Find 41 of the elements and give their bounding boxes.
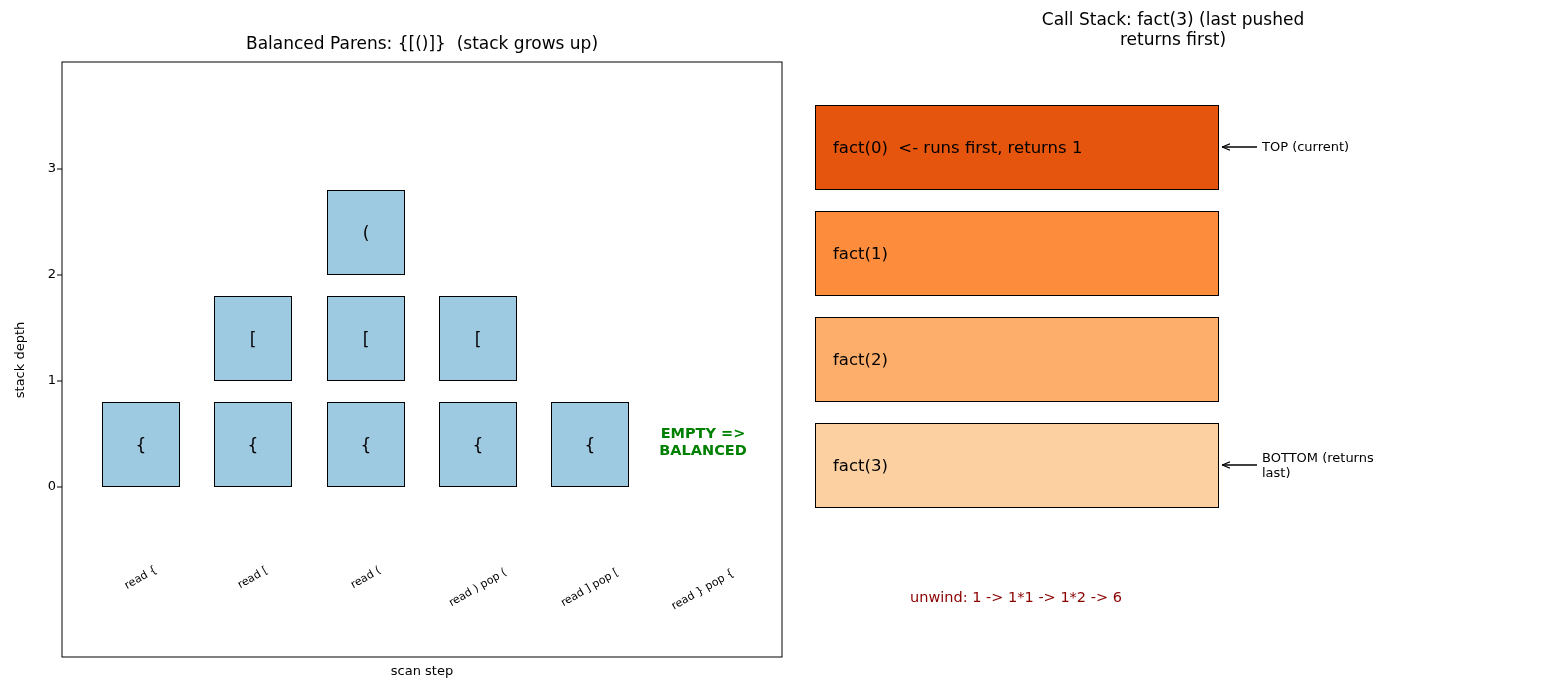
stack-cell xyxy=(327,402,405,487)
bracket-symbol: { xyxy=(584,434,596,455)
tick-label: 0 xyxy=(46,479,56,494)
arrow xyxy=(1221,143,1258,151)
stack-cell xyxy=(214,402,292,487)
bracket-symbol: [ xyxy=(362,328,370,349)
axis-title: stack depth xyxy=(12,321,28,399)
bracket-symbol: { xyxy=(360,434,372,455)
tick-label: 1 xyxy=(46,373,56,388)
unwind-note: unwind: 1 -> 1*1 -> 1*2 -> 6 xyxy=(910,589,1122,606)
stack-frame xyxy=(815,105,1219,190)
stack-cell xyxy=(327,190,405,275)
bracket-symbol: [ xyxy=(249,328,257,349)
axis-title: scan step xyxy=(390,664,454,679)
stack-cell xyxy=(439,402,517,487)
frame-label: fact(0) <- runs first, returns 1 xyxy=(833,138,1083,157)
result-note: EMPTY => BALANCED xyxy=(658,425,748,459)
annotation-text: TOP (current) xyxy=(1262,139,1350,155)
tick-label: 3 xyxy=(46,161,56,176)
bracket-symbol: { xyxy=(472,434,484,455)
panel-title: Balanced Parens: {[()]} (stack grows up) xyxy=(246,34,598,54)
bracket-symbol: [ xyxy=(474,328,482,349)
step-label: read } pop { xyxy=(669,567,737,613)
bracket-symbol: { xyxy=(247,434,259,455)
bracket-symbol: ( xyxy=(362,222,370,243)
panel-title: Call Stack: fact(3) (last pushed returns first) xyxy=(1040,10,1306,50)
arrow xyxy=(1221,461,1258,469)
tick-label: 2 xyxy=(46,267,56,282)
frame-label: fact(2) xyxy=(833,350,888,369)
annotation-text: BOTTOM (returns last) xyxy=(1262,451,1375,481)
stack-cell xyxy=(214,296,292,381)
stack-frame xyxy=(815,211,1219,296)
stack-cell xyxy=(551,402,629,487)
stack-cell xyxy=(327,296,405,381)
stack-cell xyxy=(102,402,180,487)
frame-label: fact(3) xyxy=(833,456,888,475)
stack-frame xyxy=(815,423,1219,508)
frame-label: fact(1) xyxy=(833,244,888,263)
stack-frame xyxy=(815,317,1219,402)
bracket-symbol: { xyxy=(135,434,147,455)
stack-cell xyxy=(439,296,517,381)
